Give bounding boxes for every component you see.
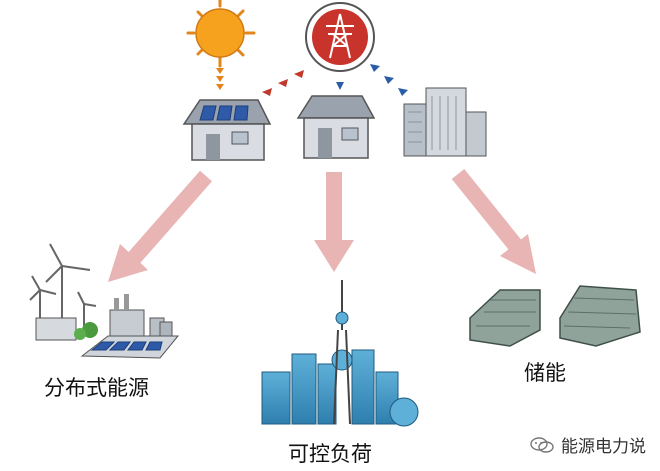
city-skyline-icon — [261, 280, 419, 427]
house-icon — [296, 95, 376, 159]
sun-icon — [186, 0, 256, 68]
battery-storage-icon — [469, 285, 641, 347]
label-controllable-load: 可控负荷 — [288, 442, 372, 466]
solar-house-to-grid-arrow — [262, 70, 304, 96]
office-building-icon — [403, 87, 487, 157]
solar-house-icon — [182, 99, 272, 161]
grid-to-building-arrow — [370, 64, 408, 96]
power-tower-icon — [305, 2, 375, 72]
label-distributed-energy: 分布式能源 — [44, 376, 149, 400]
wechat-icon — [530, 436, 554, 453]
arrow-to-controllable-load — [314, 172, 354, 272]
watermark: 能源电力说 — [529, 432, 646, 457]
sun-to-solar-house-arrow — [216, 68, 224, 90]
grid-to-house-arrow — [336, 82, 344, 90]
wind-solar-plant-icon — [29, 243, 180, 359]
arrow-to-energy-storage — [451, 168, 536, 274]
label-energy-storage: 储能 — [524, 361, 566, 385]
arrow-to-distributed-energy — [108, 170, 213, 282]
watermark-text: 能源电力说 — [561, 437, 646, 457]
